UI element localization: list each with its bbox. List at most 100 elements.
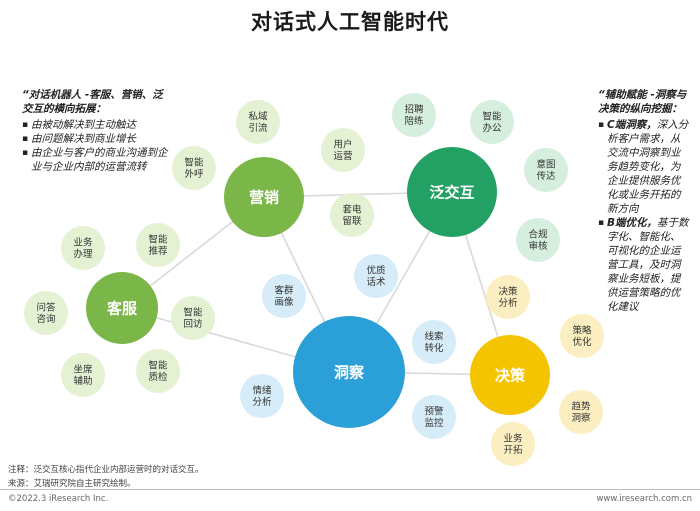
satellite-label: 招聘 [404, 104, 424, 116]
footnote-note: 注释：泛交互核心指代企业内部运营时的对话交互。 [8, 465, 204, 475]
hub-circle [470, 335, 550, 415]
satellite-label: 咨询 [36, 313, 55, 325]
satellite-label: 坐席 [73, 364, 93, 376]
right-annotation-item-bold: B端优化， [607, 217, 658, 229]
satellite-label: 智能 [183, 307, 203, 319]
right-annotation-heading: “辅助赋能 -洞察与决策的纵向挖掘： [598, 89, 687, 115]
satellite-label: 洞察 [571, 412, 591, 424]
hub-circle [86, 272, 158, 344]
satellite-label: 传达 [536, 170, 556, 182]
satellite-label: 智能 [148, 234, 168, 246]
satellite-label: 监控 [424, 417, 444, 429]
satellite-circle [516, 218, 560, 262]
right-annotation-item: B端优化，基于数字化、智能化、可视化的企业运营工具，及时洞察业务短板，提供运营策… [598, 216, 690, 314]
satellite-circle [24, 291, 68, 335]
right-annotation-item-text: 基于数字化、智能化、可视化的企业运营工具，及时洞察业务短板，提供运营策略的优化建… [607, 217, 689, 313]
hub-label: 洞察 [334, 363, 365, 381]
hub-label: 决策 [495, 366, 526, 384]
satellite-circle [330, 193, 374, 237]
hub-label: 营销 [249, 188, 279, 206]
hub-service: 客服 [86, 272, 158, 344]
satellite-label: 辅助 [73, 375, 92, 387]
satellite-label: 问答 [36, 302, 56, 314]
satellite-circle [560, 314, 604, 358]
satellite-label: 审核 [528, 240, 548, 252]
hub-circle [407, 147, 497, 237]
satellite-label: 分析 [252, 396, 272, 408]
hub-decision: 决策 [470, 335, 550, 415]
satellite-label: 合规 [528, 229, 548, 241]
satellite-label: 引流 [248, 122, 268, 134]
satellite-label: 业务 [73, 237, 93, 249]
satellite-circle [240, 374, 284, 418]
satellite-label: 办理 [73, 248, 93, 260]
copyright: ©2022.3 iResearch Inc. [8, 494, 109, 504]
satellite-label: 决策 [498, 286, 518, 298]
satellite-circle [524, 148, 568, 192]
satellite-label: 业务 [503, 433, 523, 445]
satellite-label: 运营 [333, 150, 352, 162]
left-annotation-list: 由被动解决到主动触达 由问题解决到商业增长 由企业与客户的商业沟通到企业与企业内… [22, 118, 170, 174]
satellite-label: 陪练 [404, 115, 424, 127]
satellite-label: 推荐 [148, 245, 168, 257]
satellite-label: 情绪 [252, 385, 272, 397]
satellite-node-business-expand: 业务开拓 [491, 422, 535, 466]
satellite-circle [559, 390, 603, 434]
hub-label: 客服 [106, 299, 138, 317]
satellite-label: 用户 [333, 139, 352, 151]
hub-insight: 洞察 [293, 316, 405, 428]
satellite-label: 智能 [184, 157, 204, 169]
satellite-circle [486, 275, 530, 319]
left-annotation-item: 由企业与客户的商业沟通到企业与企业内部的运营流转 [22, 146, 170, 174]
page-title: 对话式人工智能时代 [251, 10, 449, 34]
satellite-label: 外呼 [184, 168, 204, 180]
satellite-label: 回访 [183, 319, 203, 330]
right-annotation: “辅助赋能 -洞察与决策的纵向挖掘： C端洞察，深入分析客户需求，从交流中洞察到… [598, 88, 690, 314]
satellite-circle [172, 146, 216, 190]
satellite-label: 意图 [536, 159, 555, 171]
satellite-circle [136, 349, 180, 393]
left-annotation-item: 由被动解决到主动触达 [22, 118, 170, 132]
satellite-label: 趋势 [571, 401, 591, 413]
footer-divider [0, 489, 700, 490]
hub-interaction: 泛交互 [407, 147, 497, 237]
hub-circle [224, 157, 304, 237]
satellite-circle [61, 353, 105, 397]
satellite-circle [61, 226, 105, 270]
satellite-circle [262, 274, 306, 318]
satellite-label: 优化 [572, 336, 592, 348]
satellite-circle [392, 93, 436, 137]
satellite-label: 转化 [424, 342, 444, 354]
satellite-circle [136, 223, 180, 267]
left-annotation: “对话机器人 -客服、营销、泛交互的横向拓展： 由被动解决到主动触达 由问题解决… [22, 88, 170, 174]
satellite-circle [236, 100, 280, 144]
left-annotation-item: 由问题解决到商业增长 [22, 132, 170, 146]
satellite-label: 办公 [482, 122, 502, 134]
right-annotation-item: C端洞察，深入分析客户需求，从交流中洞察到业务趋势变化，为企业提供服务优化或业务… [598, 118, 690, 216]
satellite-label: 预警 [424, 406, 444, 418]
satellite-circle [412, 395, 456, 439]
right-annotation-list: C端洞察，深入分析客户需求，从交流中洞察到业务趋势变化，为企业提供服务优化或业务… [598, 118, 690, 314]
satellite-circle [321, 128, 365, 172]
satellite-label: 策略 [572, 325, 592, 337]
satellite-circle [470, 100, 514, 144]
left-annotation-heading: “对话机器人 -客服、营销、泛交互的横向拓展： [22, 89, 163, 115]
hub-label: 泛交互 [429, 183, 474, 201]
satellite-circle [354, 254, 398, 298]
hub-circle [293, 316, 405, 428]
